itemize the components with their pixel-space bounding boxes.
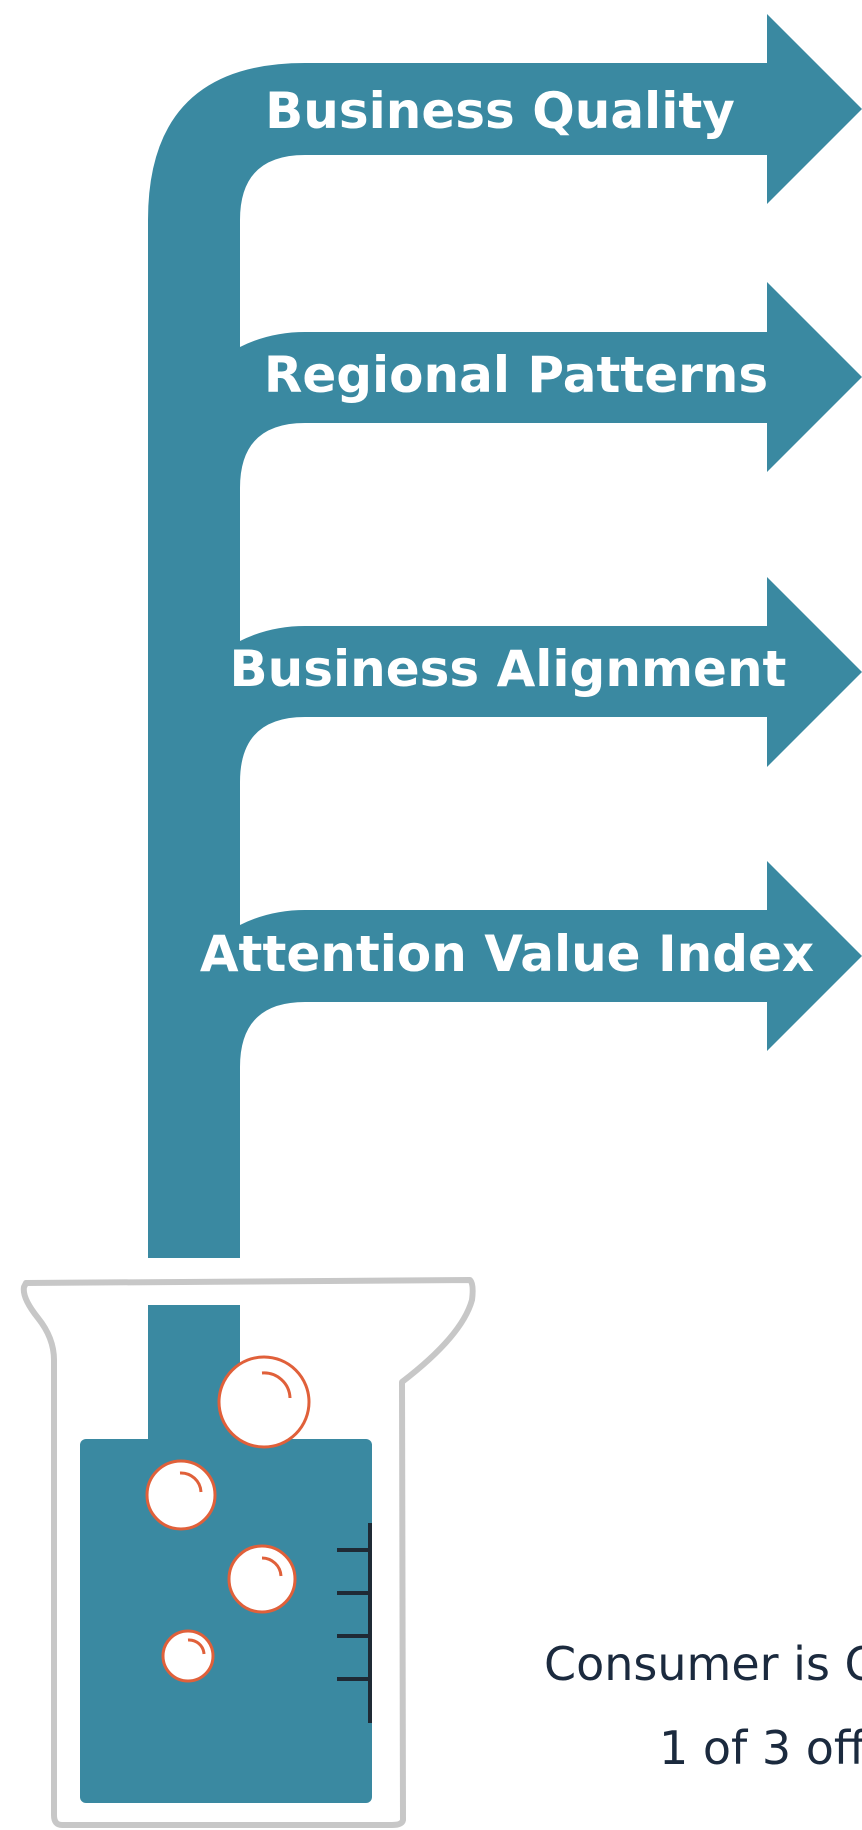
branch-pipe-attention-value-index — [240, 910, 767, 1067]
branch-label-business-alignment: Business Alignment — [229, 640, 787, 698]
bubble-icon — [227, 1544, 297, 1614]
measurement-tick-icon — [337, 1523, 372, 1723]
right-arrow-icon — [767, 861, 862, 1051]
branch-label-business-quality: Business Quality — [265, 82, 735, 140]
right-arrow-icon — [767, 577, 862, 767]
caption-line-1: Consumer is C — [544, 1637, 862, 1691]
branch-pipe-regional-patterns — [240, 332, 767, 488]
caption-line-2: 1 of 3 off — [659, 1721, 862, 1775]
bubble-icon — [161, 1629, 215, 1683]
branch-label-attention-value-index: Attention Value Index — [199, 925, 815, 983]
bubble-icon — [217, 1355, 311, 1449]
right-arrow-icon — [767, 14, 862, 204]
right-arrow-icon — [767, 282, 862, 472]
branch-label-regional-patterns: Regional Patterns — [263, 346, 769, 404]
beaker-liquid — [80, 1439, 372, 1803]
branch-pipe-business-alignment — [240, 626, 767, 782]
bubble-icon — [145, 1459, 217, 1531]
main-pipe — [148, 63, 767, 1258]
